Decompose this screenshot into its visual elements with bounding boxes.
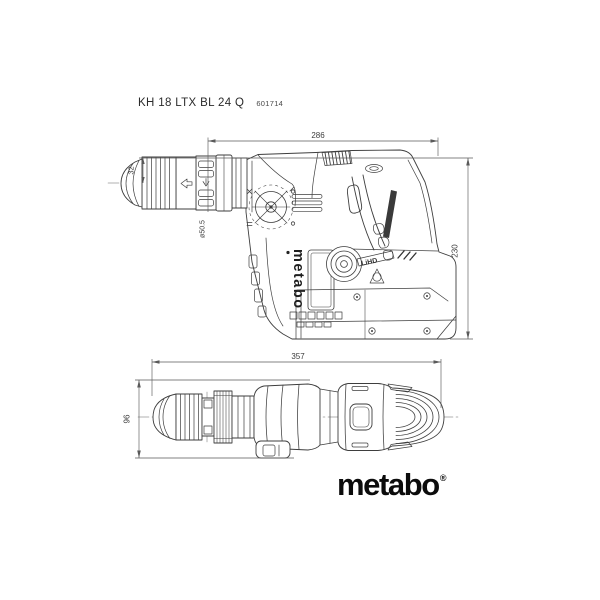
tool-body-side xyxy=(245,149,457,340)
rear-knob xyxy=(326,246,362,282)
top-button xyxy=(365,164,383,173)
side-view: metabo LiHD xyxy=(107,149,457,340)
battery-mount: LiHD xyxy=(356,250,417,284)
rear-grip-arcs xyxy=(395,390,440,444)
dim-label-230: 230 xyxy=(451,244,460,258)
product-model-title: KH 18 LTX BL 24 Q xyxy=(138,97,245,109)
body-brand-text: metabo xyxy=(290,249,306,310)
dim-length-286: 286 xyxy=(207,131,439,212)
front-grip-pads xyxy=(248,254,267,318)
dim-label-diameter: ø50.5 xyxy=(200,220,207,238)
chuck-top xyxy=(175,390,255,444)
dim-label-286: 286 xyxy=(311,131,325,140)
title-block: KH 18 LTX BL 24 Q 601714 xyxy=(138,97,283,109)
motor-housing-top xyxy=(337,383,445,451)
battery-badge-text: LiHD xyxy=(361,257,378,267)
dim-width-96: 96 xyxy=(123,379,310,459)
dim-height-230: 230 xyxy=(450,158,473,340)
metabo-logo: metabo® xyxy=(337,469,446,500)
housing-seams xyxy=(251,152,439,340)
chuck-ribs xyxy=(141,156,177,210)
sds-collar-rings xyxy=(231,157,248,209)
chuck-sleeve xyxy=(175,156,197,210)
side-vent-slats xyxy=(291,194,323,212)
battery-screws xyxy=(353,292,431,335)
dim-total-length-357: 357 xyxy=(151,352,442,408)
chuck-nose xyxy=(120,158,143,208)
dimension-annotations: 286 230 32 ø50.5 xyxy=(123,131,473,459)
metabo-logo-text: metabo xyxy=(337,467,440,502)
chuck-assembly xyxy=(120,154,248,212)
brand-dot xyxy=(286,250,290,255)
grip-bumps xyxy=(372,223,394,261)
battery-pack xyxy=(296,287,457,340)
handle xyxy=(346,159,433,261)
body-branding: metabo xyxy=(286,249,343,328)
nose-cone-top xyxy=(152,393,177,441)
rating-label-panel xyxy=(307,249,335,311)
registered-trademark-icon: ® xyxy=(439,473,447,483)
top-release-button xyxy=(349,403,373,431)
top-view xyxy=(137,383,461,459)
neck-top xyxy=(319,388,339,446)
dim-label-32: 32 xyxy=(127,166,136,174)
mode-icons xyxy=(246,186,296,226)
trigger xyxy=(346,184,363,214)
dim-label-357: 357 xyxy=(291,352,305,361)
article-number: 601714 xyxy=(256,99,284,108)
bottom-protrusion xyxy=(255,440,291,459)
dim-label-96: 96 xyxy=(123,414,132,423)
gear-housing-top xyxy=(253,383,321,451)
mode-selector-dial xyxy=(246,184,296,230)
grip-bottom-vents xyxy=(289,311,343,328)
unlock-arrow-icon xyxy=(180,178,193,189)
dim-chuck-32: 32 xyxy=(127,158,145,183)
handle-label-stripe xyxy=(383,190,397,238)
